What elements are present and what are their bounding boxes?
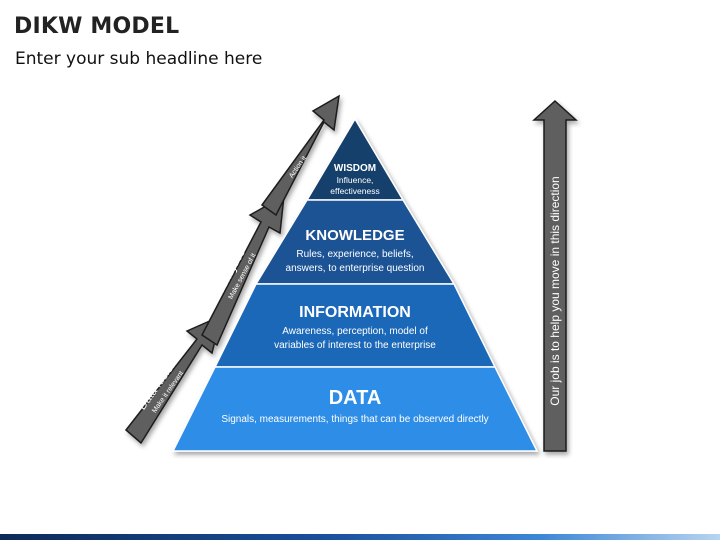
level-title-wisdom: WISDOM: [334, 163, 376, 174]
level-desc-wisdom-line1: Influence,: [337, 175, 374, 185]
level-desc-knowledge-line2: answers, to enterprise question: [286, 263, 425, 274]
footer-accent-bar: [0, 534, 720, 540]
level-title-knowledge: KNOWLEDGE: [305, 227, 404, 244]
page-title: DIKW MODEL: [14, 14, 180, 39]
up-arrow-icon: [532, 99, 578, 452]
level-title-information: INFORMATION: [299, 304, 411, 321]
direction-arrow: [532, 99, 578, 452]
step-arrow-control: [260, 94, 340, 217]
step-arrow-analytics: [201, 194, 285, 347]
pyramid: [171, 117, 539, 452]
step-arrows: [124, 94, 340, 445]
level-desc-data-line1: Signals, measurements, things that can b…: [221, 414, 488, 425]
direction-arrow-label: Our job is to help you move in this dire…: [548, 176, 562, 405]
level-desc-wisdom-line2: effectiveness: [330, 186, 379, 196]
level-desc-information-line1: Awareness, perception, model of: [282, 326, 428, 337]
level-title-data: DATA: [329, 387, 382, 409]
page-subtitle: Enter your sub headline here: [15, 49, 263, 69]
pyramid-level-data: [171, 366, 539, 452]
level-desc-knowledge-line1: Rules, experience, beliefs,: [296, 249, 413, 260]
level-desc-information-line2: variables of interest to the enterprise: [274, 340, 436, 351]
